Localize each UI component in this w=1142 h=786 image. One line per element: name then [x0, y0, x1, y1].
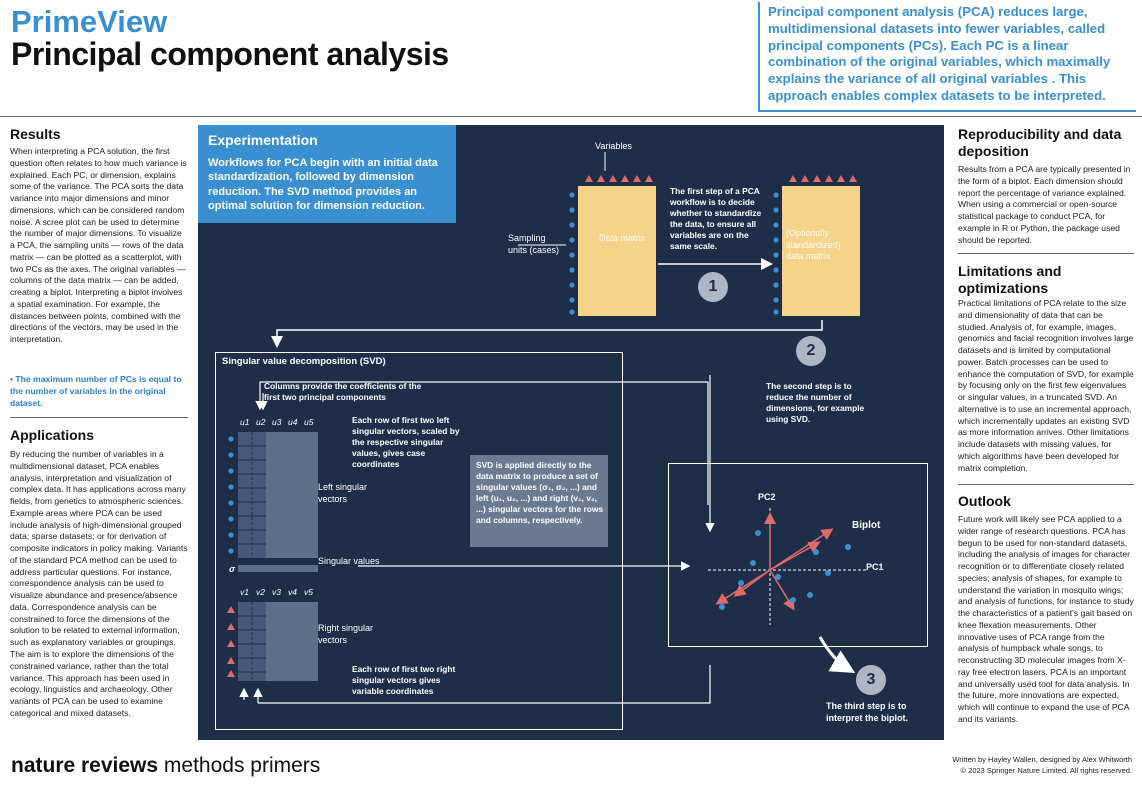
- u5-label: u5: [304, 417, 314, 427]
- repro-body: Results from a PCA are typically present…: [958, 164, 1131, 245]
- row-right-text: Each row of first two right singular vec…: [352, 664, 456, 697]
- svd-note-box: [470, 455, 608, 547]
- singular-values-label: Singular values: [318, 556, 380, 566]
- step3-text: The third step is to interpret the biplo…: [826, 701, 908, 723]
- credits: Written by Hayley Wallen, designed by Al…: [900, 755, 1132, 777]
- limits-heading: Limitations and optimizations: [958, 263, 1062, 296]
- left-sv-label: Left singular vectors: [318, 482, 368, 504]
- limits-body: Practical limitations of PCA relate to t…: [958, 298, 1134, 473]
- data-matrix-label: Data matrix: [598, 233, 645, 243]
- left-singular-matrix: [238, 432, 318, 558]
- results-heading: Results: [10, 126, 61, 142]
- step3-badge: 3: [856, 665, 886, 695]
- step1-badge: 1: [698, 272, 728, 302]
- std-sampling-dots: [773, 192, 779, 315]
- step3-arrow: [818, 636, 856, 674]
- results-note: • The maximum number of PCs is equal to …: [10, 374, 182, 408]
- variable-triangles: [585, 175, 653, 182]
- v5-label: v5: [304, 587, 313, 597]
- biplot-points: [719, 530, 851, 610]
- step1-text: The first step of a PCA workflow is to d…: [670, 186, 762, 252]
- footer-logo: nature reviews methods primers: [11, 754, 320, 778]
- svd-title: Singular value decomposition (SVD): [222, 356, 386, 367]
- flow-to-svd: [271, 320, 823, 348]
- rsv-return-line: [258, 665, 711, 704]
- svd-note-text: SVD is applied directly to the data matr…: [476, 460, 604, 526]
- biplot-vectors: [715, 512, 834, 611]
- right-divider-1: [958, 253, 1134, 254]
- row-left-text: Each row of first two left singular vect…: [352, 415, 460, 470]
- right-sv-label: Right singular vectors: [318, 623, 374, 645]
- intro-text: Principal component analysis (PCA) reduc…: [768, 4, 1111, 103]
- right-singular-matrix: [238, 602, 318, 681]
- applications-heading: Applications: [10, 427, 95, 443]
- u1-label: u1: [240, 417, 250, 427]
- data-matrix: [578, 186, 656, 316]
- v1-label: v1: [240, 587, 249, 597]
- columns-text: Columns provide the coefficients of the …: [264, 381, 422, 403]
- experimentation-box: [198, 125, 456, 223]
- left-divider: [10, 417, 188, 418]
- step2-badge: 2: [796, 336, 826, 366]
- u-labels: u1 u2 u3 u4 u5: [240, 417, 324, 429]
- std-data-matrix: [782, 186, 860, 316]
- pc2-label: PC2: [758, 492, 776, 502]
- biplot-label: Biplot: [852, 520, 881, 531]
- intro-box: [758, 2, 1136, 112]
- v2-label: v2: [256, 587, 265, 597]
- diagram-graphics: [227, 152, 868, 704]
- svd-box: [215, 352, 623, 730]
- step2-text: The second step is to reduce the number …: [766, 381, 865, 425]
- sampling-units-label: Sampling units (cases): [508, 233, 560, 255]
- v4-label: v4: [288, 587, 297, 597]
- u2-label: u2: [256, 417, 266, 427]
- pc1-label: PC1: [866, 562, 884, 572]
- variables-label: Variables: [595, 141, 632, 151]
- experimentation-body: Workflows for PCA begin with an initial …: [208, 157, 438, 212]
- applications-body: By reducing the number of variables in a…: [10, 449, 188, 718]
- brand-title: PrimeView: [11, 4, 168, 39]
- header-divider: [0, 116, 1142, 117]
- logo-rest: methods primers: [158, 754, 321, 777]
- std-matrix-label: (Optionally standardized) data matrix: [786, 228, 841, 262]
- credit-copyright: © 2023 Springer Nature Limited. All righ…: [960, 765, 1132, 775]
- std-variable-triangles: [789, 175, 857, 182]
- sampling-dots: [569, 192, 575, 315]
- outlook-body: Future work will likely see PCA applied …: [958, 514, 1134, 725]
- u3-label: u3: [272, 417, 282, 427]
- sigma-label: σ: [229, 564, 235, 574]
- credit-authors: Written by Hayley Wallen, designed by Al…: [952, 755, 1132, 764]
- u4-label: u4: [288, 417, 298, 427]
- logo-bold: nature reviews: [11, 754, 159, 777]
- outlook-heading: Outlook: [958, 493, 1011, 509]
- v3-label: v3: [272, 587, 281, 597]
- repro-heading: Reproducibility and data deposition: [958, 126, 1122, 159]
- left-sv-dots: [228, 436, 234, 554]
- biplot-axes: [708, 508, 868, 625]
- right-divider-2: [958, 484, 1134, 485]
- experimentation-heading: Experimentation: [208, 132, 318, 148]
- biplot-box: [668, 463, 928, 647]
- results-body: When interpreting a PCA solution, the fi…: [10, 146, 187, 345]
- right-sv-triangles: [227, 606, 235, 677]
- v-labels: v1 v2 v3 v4 v5: [240, 587, 324, 599]
- page-title: Principal component analysis: [11, 36, 449, 72]
- singular-values-strip: [238, 565, 318, 572]
